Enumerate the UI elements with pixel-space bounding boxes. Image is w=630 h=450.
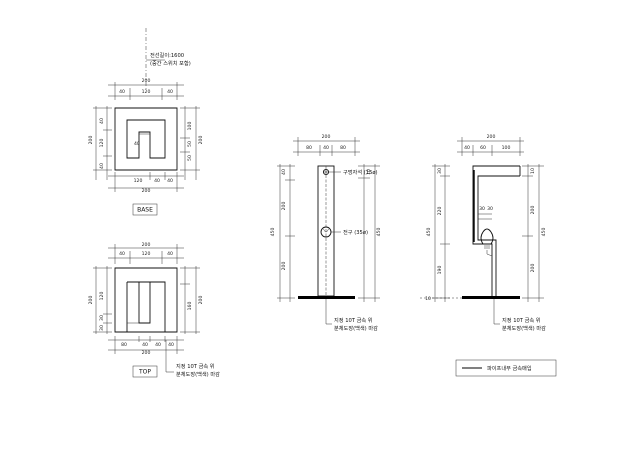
bulb-callout: 전구 (35ø) [343,229,368,236]
top-note-line-1: 지정 10T 금속 위 [176,362,215,370]
side-left-dim-2: 220 [437,207,443,216]
front-note-line-1: 지정 10T 금속 위 [334,316,373,324]
side-top-dim-3: 100 [502,145,511,151]
base-top-dim-3: 40 [167,89,173,95]
base-bottom-dim-3: 40 [167,178,173,184]
base-right-total-dim: 200 [198,136,204,145]
base-right-dim-2: 50 [187,141,193,147]
base-left-dim-3: 40 [99,163,105,169]
base-left-dim-1: 40 [99,118,105,124]
base-bottom-dim-2: 40 [154,178,160,184]
side-inner-dim-2: 30 [487,206,493,212]
base-label: BASE [137,207,153,214]
legend-label: 파이프내부 금속매입 [487,364,532,372]
side-view: 200 40 60 100 450 30 220 190 10 200 200 … [420,134,547,332]
cable-note-line-2: (중간 스위치 포함) [150,59,191,67]
magnet-hole-callout: 구멍자석 (15ø) [343,168,378,176]
base-view: 전선길이:1600 (중간 스위치 포함) 200 40 120 40 200 … [88,28,204,216]
top-label-box [132,365,158,378]
top-spiral-shape [114,267,178,333]
front-left-dim-2: 200 [281,202,287,211]
side-top-total-dim: 200 [487,134,496,140]
base-top-total-dim: 200 [142,78,151,84]
top-bottom-dim-4: 40 [168,342,174,348]
side-top-dim-1: 40 [464,145,470,151]
top-label: TOP [138,369,151,376]
side-right-dim-1: 10 [530,168,536,174]
top-note-line-2: 분체도장(백색) 마감 [176,370,220,378]
front-top-total-dim: 200 [322,134,331,140]
side-lamp-profile: 30 30 [420,165,521,299]
top-right-total-dim: 200 [198,296,204,305]
base-top-dim-2: 120 [142,89,151,95]
cable-note-line-1: 전선길이:1600 [150,51,184,59]
base-left-total-dim: 200 [88,136,94,145]
base-top-dim-1: 40 [119,89,125,95]
side-left-dim-1: 30 [437,168,443,174]
top-top-dim-3: 40 [167,251,173,257]
top-bottom-total-dim: 200 [142,350,151,356]
base-inner-dim: 40 [134,141,140,147]
front-top-dim-3: 80 [340,145,346,151]
front-top-dim-1: 80 [306,145,312,151]
front-left-total-dim: 450 [270,228,276,237]
side-bulb-icon [480,228,494,245]
base-bottom-total-dim: 200 [142,188,151,194]
front-view: 200 80 40 80 450 40 200 200 10 450 [270,134,382,332]
magnet-hole-icon [322,168,330,176]
side-right-total-dim: 450 [541,228,547,237]
top-top-total-dim: 200 [142,242,151,248]
top-left-dim-2: 30 [99,315,105,321]
front-left-dim-3: 200 [281,262,287,271]
base-left-dim-2: 120 [99,139,105,148]
front-base-plate [298,296,355,299]
top-top-dim-1: 40 [119,251,125,257]
base-right-dim-3: 50 [187,155,193,161]
side-note-line-1: 지정 10T 금속 위 [502,316,541,324]
side-top-dim-2: 60 [480,145,486,151]
front-right-dim-1: 10 [366,169,372,175]
top-left-total-dim: 200 [88,296,94,305]
side-left-total-dim: 450 [426,228,432,237]
top-bottom-dim-1: 80 [121,342,127,348]
legend: 파이프내부 금속매입 [455,359,557,377]
base-spiral-shape [114,107,178,171]
base-label-box [132,203,158,216]
legend-box [455,359,557,377]
side-inner-dim-1: 30 [479,206,485,212]
top-left-dim-3: 30 [99,325,105,331]
side-right-dim-3: 200 [530,264,536,273]
front-note-line-2: 분체도장(백색) 마감 [334,324,378,332]
side-right-dim-2: 200 [530,206,536,215]
top-note-leader [165,340,174,373]
top-right-dim-1: 160 [187,302,193,311]
top-view: 200 40 120 40 200 120 30 30 160 200 [88,242,220,378]
front-top-dim-2: 40 [323,145,329,151]
top-bottom-dim-2: 40 [142,342,148,348]
top-left-dim-1: 120 [99,292,105,301]
side-note-line-2: 분체도장(백색) 마감 [502,324,546,332]
front-right-total-dim: 450 [376,228,382,237]
top-bottom-dim-3: 40 [155,342,161,348]
base-bottom-dim-1: 120 [134,178,143,184]
side-left-dim-3: 190 [437,266,443,275]
side-bottom-dim: 10 [425,296,431,302]
front-lamp-body [298,165,355,299]
top-top-dim-2: 120 [142,251,151,257]
side-base-plate [462,296,520,299]
base-right-dim-1: 100 [187,122,193,131]
front-left-dim-1: 40 [281,169,287,175]
